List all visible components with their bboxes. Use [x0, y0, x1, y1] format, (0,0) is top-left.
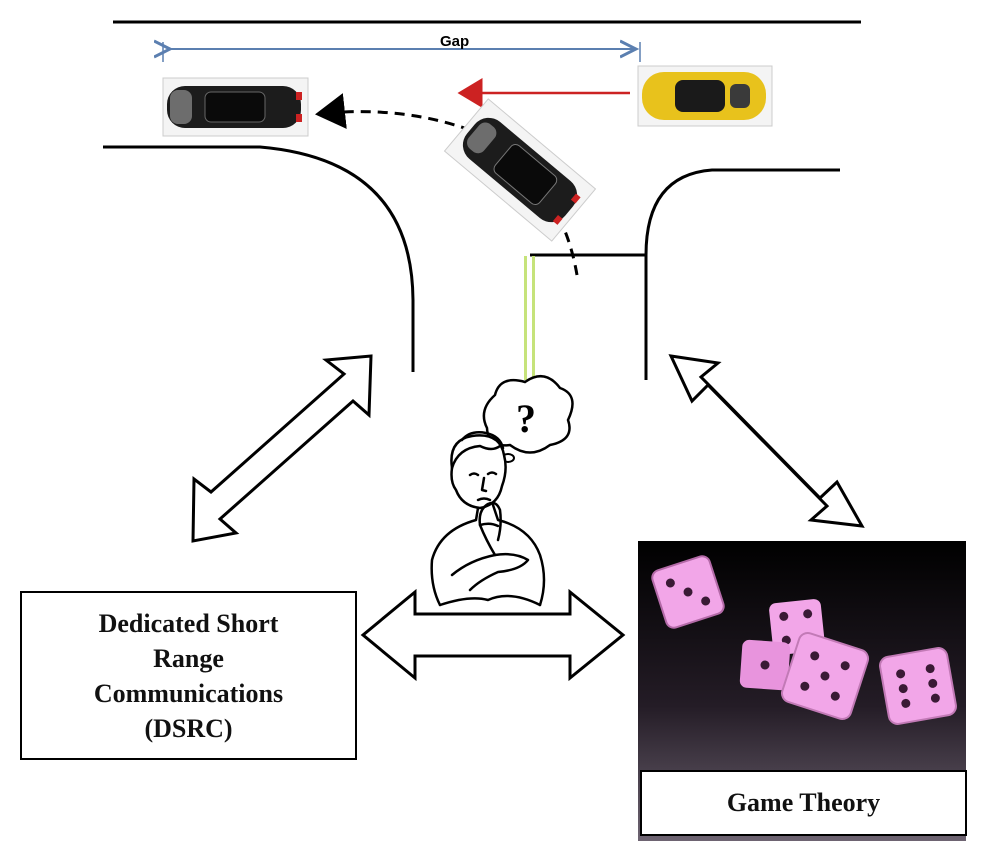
dsrc-label: Dedicated Short Range Communications (DS…	[93, 608, 284, 743]
road-right-curb	[644, 168, 840, 380]
game-theory-label: Game Theory	[726, 788, 881, 817]
road-left-curb	[103, 145, 415, 372]
left-double-arrow	[191, 354, 373, 543]
thinking-person-icon	[430, 431, 546, 607]
gap-label: Gap	[440, 33, 469, 50]
horizontal-double-arrow	[360, 588, 626, 682]
question-mark: ?	[516, 396, 536, 441]
yellow-car-icon	[637, 65, 773, 127]
question-bubble-icon: ?	[482, 375, 574, 472]
dice-icon	[651, 555, 957, 725]
turning-car-icon	[443, 98, 597, 242]
dark-car-icon	[162, 77, 309, 137]
game-theory-box: Game Theory	[640, 770, 967, 836]
right-double-arrow	[668, 354, 865, 528]
dsrc-box: Dedicated Short Range Communications (DS…	[20, 591, 357, 760]
stop-line	[524, 256, 527, 380]
